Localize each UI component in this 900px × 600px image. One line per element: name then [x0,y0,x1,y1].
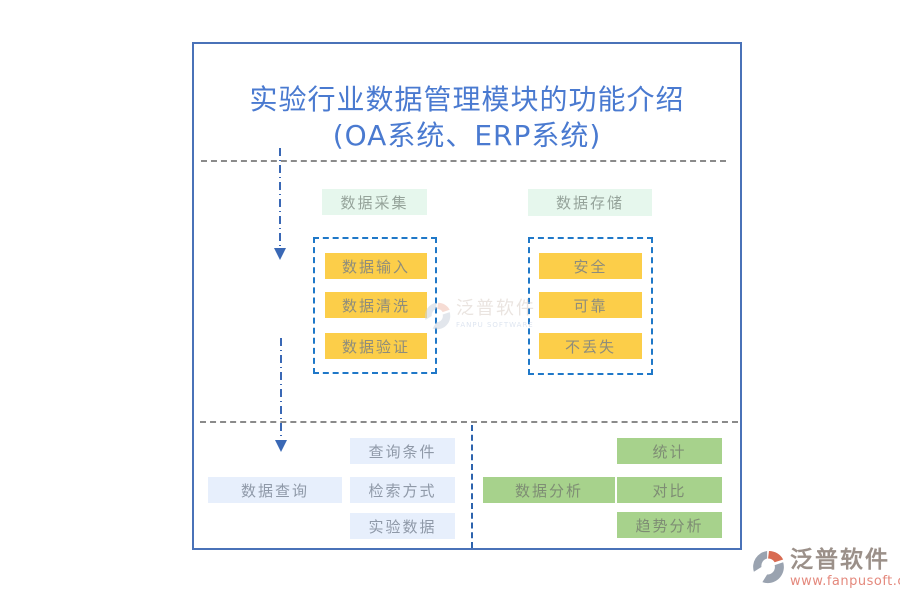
page-title: 实验行业数据管理模块的功能介绍 (OA系统、ERP系统) [192,82,742,154]
data-analysis-header: 数据分析 [483,477,615,503]
brand-name: 泛普软件 [790,547,890,573]
data-collection-item: 数据验证 [325,333,427,359]
data-query-item: 查询条件 [350,438,455,464]
brand-url: www.fanpusoft.com [790,574,900,589]
data-storage-group [528,237,653,375]
data-collection-item: 数据输入 [325,253,427,279]
data-storage-item: 不丢失 [539,333,642,359]
data-analysis-item: 趋势分析 [617,512,722,538]
data-analysis-item: 统计 [617,438,722,464]
diagram-frame [192,42,742,550]
data-query-item: 实验数据 [350,513,455,539]
page-title-line-1: 实验行业数据管理模块的功能介绍 [249,83,685,116]
page-title-line-2: (OA系统、ERP系统) [332,119,602,152]
data-analysis-item: 对比 [617,477,722,503]
data-storage-header: 数据存储 [528,189,652,216]
data-query-header: 数据查询 [208,477,342,503]
data-query-item: 检索方式 [350,477,455,503]
brand-footer: 泛普软件 www.fanpusoft.com [752,549,900,588]
flow-arrow-down-1-icon [274,148,286,260]
flow-arrow-down-2-icon [275,338,287,452]
data-collection-header: 数据采集 [322,189,427,215]
data-storage-item: 安全 [539,253,642,279]
data-collection-item: 数据清洗 [325,292,427,318]
data-storage-item: 可靠 [539,292,642,318]
divider-top [201,160,726,162]
divider-middle [200,421,738,423]
divider-vertical [471,425,473,548]
brand-logo-icon [753,550,784,584]
